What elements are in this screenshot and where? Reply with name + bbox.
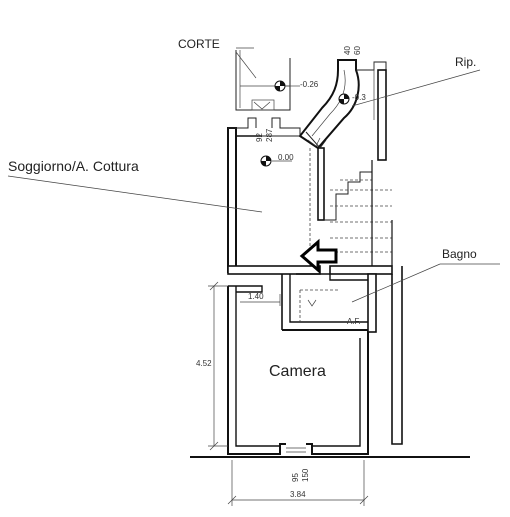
level-marker-soggiorno-icon [260,155,292,167]
staircase [324,160,393,266]
soggiorno-label: Soggiorno/A. Cottura [8,158,139,174]
dim-top-door-b: 60 [353,46,362,55]
corte-area [235,50,291,111]
dim-bottom-door-a: 95 [291,473,300,482]
dim-top-door-a: 40 [343,46,352,55]
leader-soggiorno [7,175,263,213]
bagno-walls [281,266,403,445]
entrance-arrow-icon [299,238,338,274]
leader-rip [351,69,481,107]
dim-width-140: 1.40 [248,292,264,301]
dimension-lines [208,281,369,506]
dim-height-452: 4.52 [196,359,212,368]
soggiorno-walls [227,117,393,275]
level-marker-corte-icon [274,80,300,92]
dim-bottom-door-b: 150 [301,468,310,482]
level-soggiorno-value: 0.00 [278,153,294,162]
level-marker-rip-icon [338,93,350,105]
dim-width-384: 3.84 [290,490,306,499]
level-rip-value: -0.3 [352,93,366,102]
camera-walls [227,285,369,455]
corte-label: CORTE [178,37,220,51]
leader-bagno [351,263,441,303]
camera-label: Camera [269,363,326,380]
dim-mid-door-b: 287 [265,128,274,142]
level-corte-value: -0.26 [300,80,319,89]
bagno-label: Bagno [442,247,477,261]
rip-label: Rip. [455,55,476,69]
af-label: A.F. [347,317,361,326]
rip-area [298,59,387,161]
dim-mid-door-a: 92 [255,133,264,142]
